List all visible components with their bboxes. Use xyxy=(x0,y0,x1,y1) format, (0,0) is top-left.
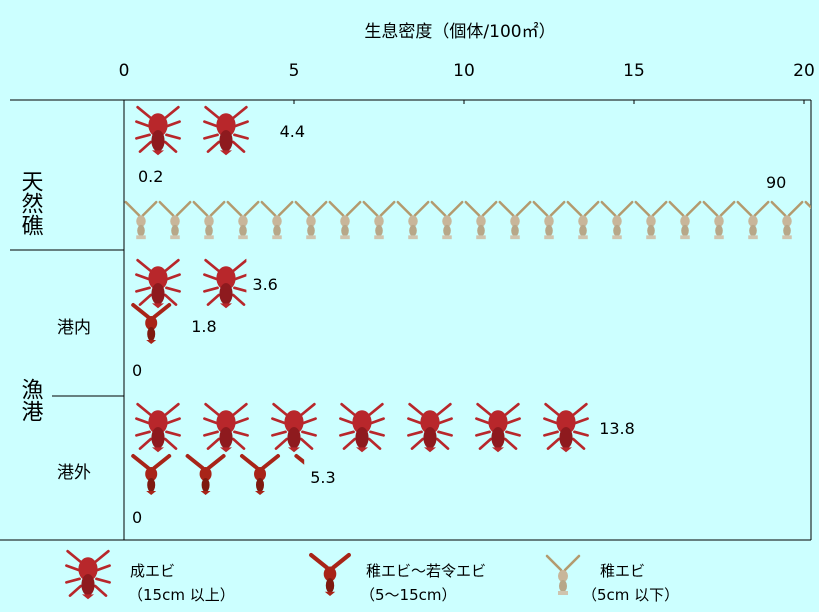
group-label-natural-reef: 天然礁 xyxy=(18,170,44,236)
value-label: 4.4 xyxy=(280,122,305,141)
value-label: 0 xyxy=(132,361,142,380)
value-label: 5.3 xyxy=(310,468,335,487)
x-axis: 0 5 10 15 20 xyxy=(119,61,815,104)
legend-label-young: 稚エビ～若令エビ xyxy=(366,562,486,580)
legend-icon-juvenile-lobster xyxy=(545,554,581,595)
legend-label-adult: 成エビ xyxy=(130,562,175,580)
bar-adult: 13.8 xyxy=(135,402,635,453)
legend-size-young: （5～15cm） xyxy=(360,586,457,604)
value-label: 13.8 xyxy=(599,419,635,438)
subgroup-label-outside-port: 港外 xyxy=(57,463,91,483)
x-tick-label: 15 xyxy=(623,61,645,81)
legend-label-juvenile: 稚エビ xyxy=(600,562,645,580)
x-tick-label: 10 xyxy=(453,61,475,81)
bar-young: 5.3 xyxy=(131,454,336,495)
legend: 成エビ （15cm 以上） 稚エビ～若令エビ （5～15cm） 稚エビ （5cm… xyxy=(65,549,679,604)
legend-icon-young-lobster xyxy=(309,552,351,596)
x-tick-label: 0 xyxy=(119,61,130,81)
bars: 4.4 0.2 90 3.6 1.8 0 13.8 5.3 0 xyxy=(124,105,811,527)
bar-young: 1.8 xyxy=(131,303,217,344)
value-label: 1.8 xyxy=(191,317,216,336)
bar-juvenile: 90 xyxy=(124,173,811,240)
bar-adult: 4.4 xyxy=(135,105,305,156)
bar-young: 0.2 xyxy=(138,167,163,186)
x-tick-label: 5 xyxy=(289,61,300,81)
bar-juvenile: 0 xyxy=(132,508,142,527)
legend-icon-adult-lobster xyxy=(65,549,111,600)
legend-size-adult: （15cm 以上） xyxy=(128,586,235,604)
value-label: 0 xyxy=(132,508,142,527)
value-label: 90 xyxy=(766,173,786,192)
value-label: 3.6 xyxy=(252,275,277,294)
x-tick-label: 20 xyxy=(793,61,815,81)
chart-title: 生息密度（個体/100㎡） xyxy=(364,22,555,42)
bar-juvenile: 0 xyxy=(132,361,142,380)
legend-size-juvenile: （5cm 以下） xyxy=(582,586,679,604)
value-label: 0.2 xyxy=(138,167,163,186)
subgroup-label-inside-port: 港内 xyxy=(57,318,91,338)
bar-adult: 3.6 xyxy=(135,258,278,309)
group-label-fishing-port: 漁港 xyxy=(18,378,44,422)
